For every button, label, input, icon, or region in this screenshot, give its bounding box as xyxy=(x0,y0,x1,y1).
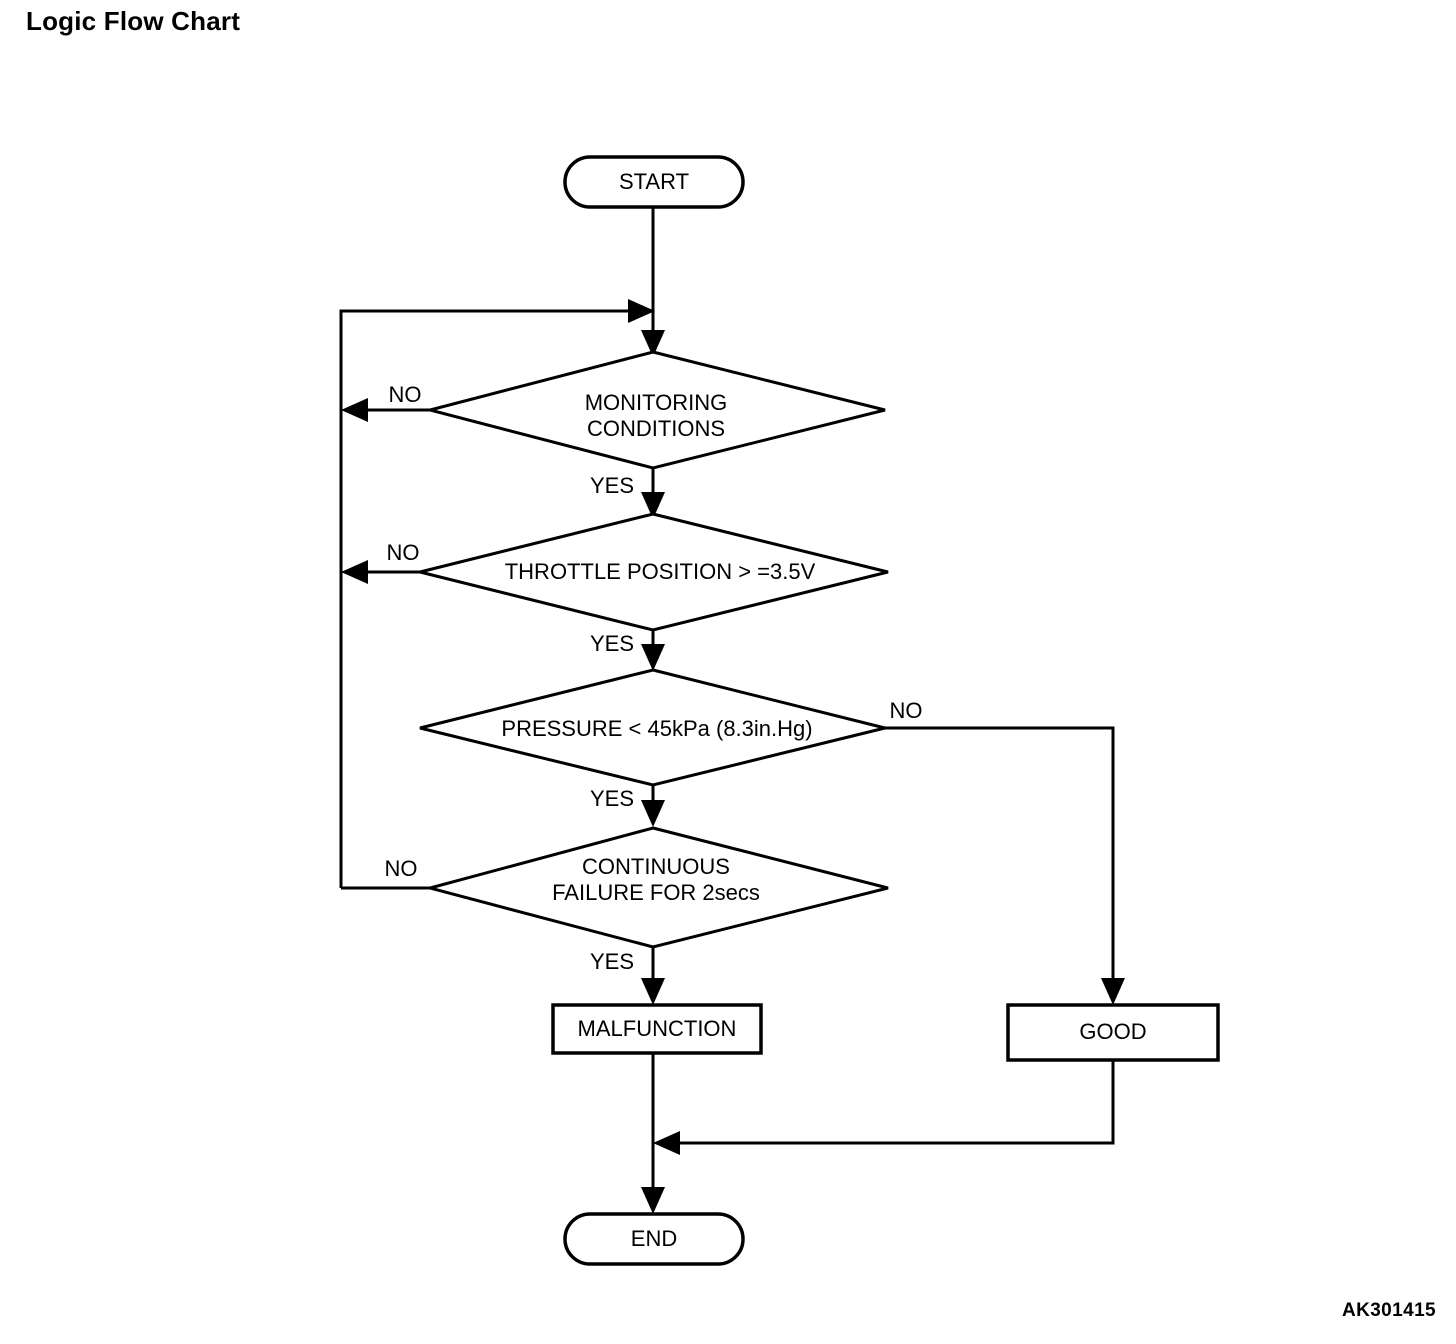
node-continuous-label-line1: CONTINUOUS xyxy=(582,854,730,879)
branch-label-monitoring-yes: YES xyxy=(590,473,634,498)
edge-throttle-no xyxy=(341,560,420,584)
node-throttle-position[interactable]: THROTTLE POSITION > =3.5V xyxy=(419,512,889,632)
reference-code: AK301415 xyxy=(1341,1300,1436,1321)
node-good-label: GOOD xyxy=(1079,1019,1146,1044)
node-good[interactable]: GOOD xyxy=(1006,1003,1220,1062)
branch-label-pressure-yes: YES xyxy=(590,786,634,811)
edge-monitoring-yes xyxy=(641,468,665,519)
node-monitoring-label-line2: CONDITIONS xyxy=(587,416,725,441)
edge-continuous-yes xyxy=(641,947,665,1005)
node-continuous-failure[interactable]: CONTINUOUS FAILURE FOR 2secs xyxy=(424,826,889,949)
branch-label-continuous-yes: YES xyxy=(590,949,634,974)
node-monitoring-conditions[interactable]: MONITORING CONDITIONS xyxy=(424,350,886,470)
branch-label-throttle-no: NO xyxy=(387,540,420,565)
branch-label-monitoring-no: NO xyxy=(389,382,422,407)
edge-pressure-no xyxy=(885,726,1125,1005)
node-end[interactable]: END xyxy=(563,1212,745,1266)
edge-loop-back-rail xyxy=(339,299,655,888)
node-pressure[interactable]: PRESSURE < 45kPa (8.3in.Hg) xyxy=(419,668,886,787)
node-monitoring-label-line1: MONITORING xyxy=(585,390,728,415)
edge-good-to-end xyxy=(653,1060,1115,1155)
node-malfunction-label: MALFUNCTION xyxy=(578,1016,737,1041)
branch-label-throttle-yes: YES xyxy=(590,631,634,656)
edge-malfunction-to-end xyxy=(641,1052,665,1214)
node-pressure-label: PRESSURE < 45kPa (8.3in.Hg) xyxy=(501,716,812,741)
edge-start-to-monitoring xyxy=(641,207,665,357)
edge-monitoring-no xyxy=(341,398,430,422)
node-continuous-label-line2: FAILURE FOR 2secs xyxy=(552,880,760,905)
node-end-label: END xyxy=(631,1226,677,1251)
branch-label-pressure-no: NO xyxy=(890,698,923,723)
node-start-label: START xyxy=(619,169,689,194)
edge-pressure-yes xyxy=(641,785,665,827)
branch-label-continuous-no: NO xyxy=(385,856,418,881)
node-start[interactable]: START xyxy=(563,155,745,209)
page-title: Logic Flow Chart xyxy=(26,6,241,36)
node-malfunction[interactable]: MALFUNCTION xyxy=(551,1003,763,1055)
node-throttle-label: THROTTLE POSITION > =3.5V xyxy=(505,559,816,584)
edge-throttle-yes xyxy=(641,630,665,671)
